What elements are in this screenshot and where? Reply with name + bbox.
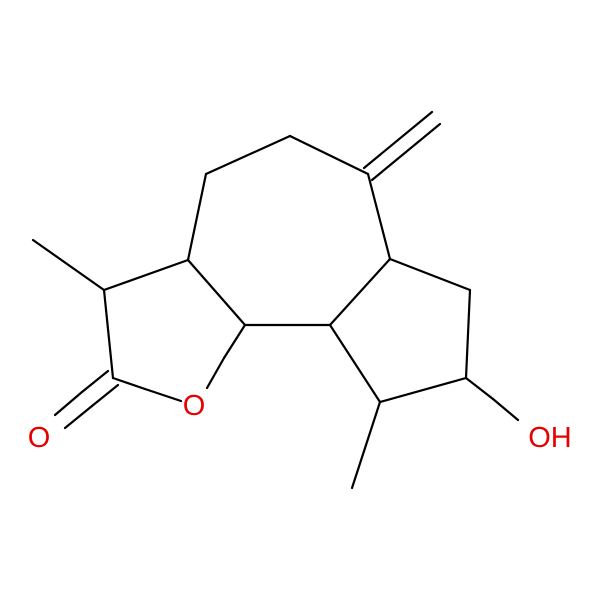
bond-c6a-c9a bbox=[328, 257, 392, 327]
bond-c3a-c9b bbox=[186, 258, 247, 327]
bond-c8-oh-black bbox=[464, 376, 495, 401]
bond-methylene-1 bbox=[362, 110, 434, 170]
bond-c8-c9 bbox=[378, 376, 468, 404]
bond-c6-c6a bbox=[366, 172, 392, 261]
bond-c9b-o1 bbox=[222, 323, 247, 360]
hydroxyl-label: OH bbox=[528, 422, 572, 454]
bond-c9-c9a bbox=[328, 323, 382, 404]
bond-c2-o1-black bbox=[111, 376, 147, 391]
bond-o1-c9b-red bbox=[205, 356, 226, 390]
bond-c5-c6 bbox=[288, 134, 370, 176]
bond-c8-oh-red bbox=[491, 397, 520, 422]
ring-oxygen-label: O bbox=[183, 390, 206, 422]
bond-c7-c8 bbox=[464, 288, 472, 380]
bond-c4-c5 bbox=[204, 134, 292, 176]
bond-carbonyl-a-black bbox=[80, 369, 110, 394]
bond-carbonyl-b-red bbox=[63, 404, 94, 430]
bond-carbonyl-b-black bbox=[90, 383, 120, 408]
bond-c2-o1-red bbox=[143, 387, 183, 403]
bond-c3a-c4 bbox=[186, 172, 208, 262]
bond-c3-methyl bbox=[31, 238, 106, 292]
bond-c2-c3 bbox=[102, 288, 115, 380]
bond-c3-c3a bbox=[102, 258, 190, 292]
bond-c6a-c7 bbox=[388, 257, 472, 292]
bond-methylene-2 bbox=[370, 122, 442, 182]
bond-carbonyl-a-red bbox=[53, 390, 84, 417]
bond-c9-methyl bbox=[350, 400, 382, 490]
carbonyl-oxygen-label: O bbox=[28, 422, 51, 454]
